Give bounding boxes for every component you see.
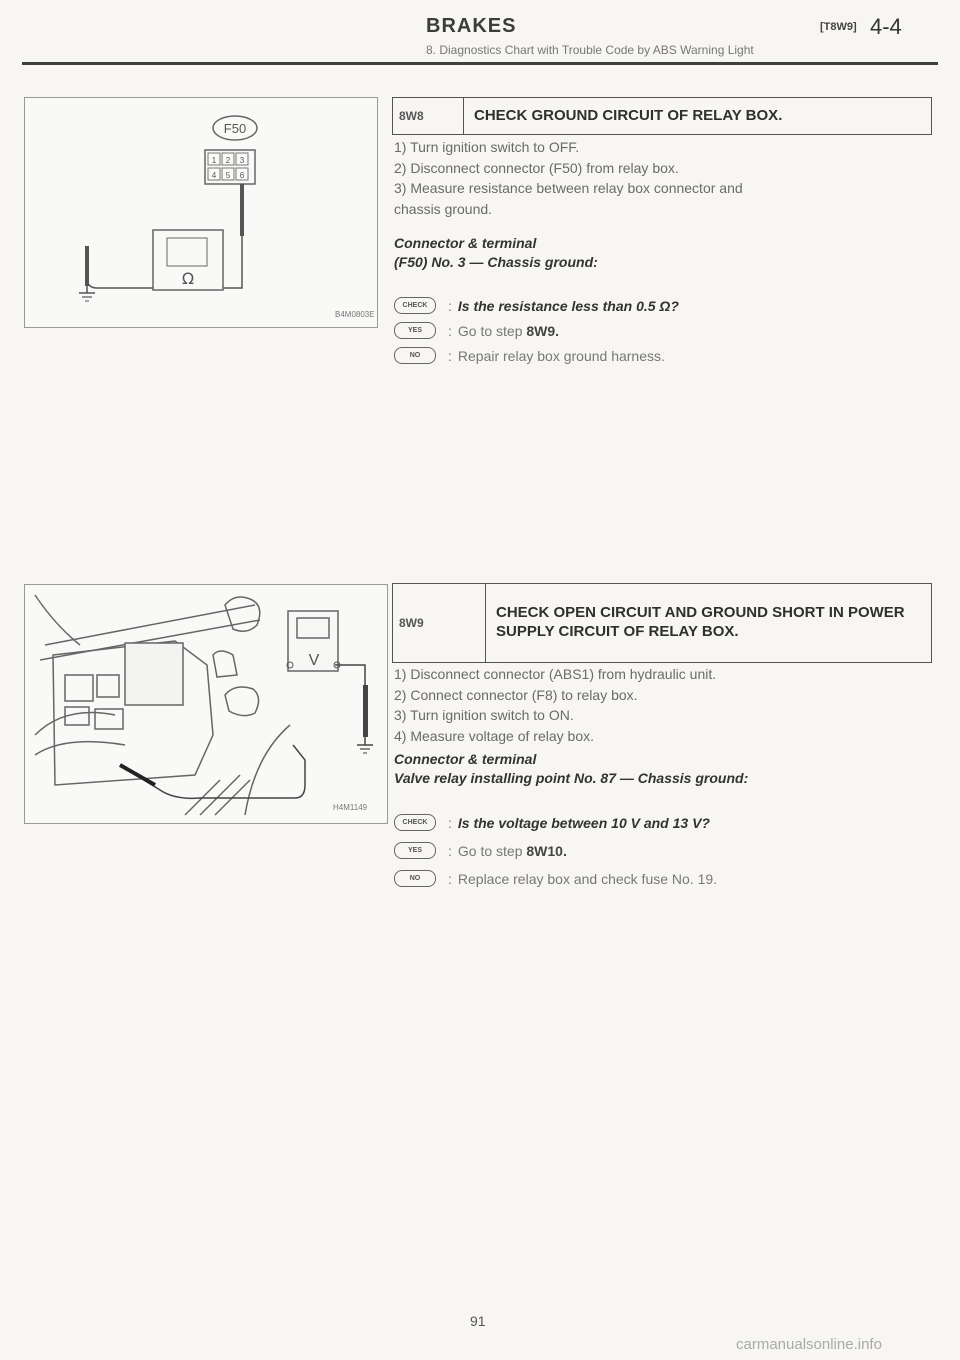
probe-left bbox=[85, 246, 89, 286]
section-number: 4-4 bbox=[870, 14, 902, 39]
step-8w9-yes: YES : Go to step 8W10. bbox=[394, 842, 567, 859]
yes-answer: Go to step 8W10. bbox=[457, 842, 567, 859]
step-title: CHECK OPEN CIRCUIT AND GROUND SHORT IN P… bbox=[496, 604, 905, 640]
step-8w9-no: NO : Replace relay box and check fuse No… bbox=[394, 870, 717, 887]
page-title: BRAKES bbox=[426, 15, 517, 37]
multimeter-display bbox=[166, 237, 208, 267]
header-rule bbox=[22, 62, 938, 65]
step-8w8-header: 8W8 CHECK GROUND CIRCUIT OF RELAY BOX. bbox=[392, 97, 932, 135]
relay-box bbox=[52, 640, 214, 786]
step-8w8-yes: YES : Go to step 8W9. bbox=[394, 322, 559, 339]
step-8w9-spec: Connector & terminal Valve relay install… bbox=[394, 751, 749, 786]
voltmeter-lead bbox=[335, 664, 366, 685]
svg-text:1: 1 bbox=[212, 156, 217, 165]
section-code: [T8W9] bbox=[820, 21, 857, 33]
step-8w8-check: CHECK : Is the resistance less than 0.5 … bbox=[394, 297, 679, 314]
step-8w9-header: 8W9 CHECK OPEN CIRCUIT AND GROUND SHORT … bbox=[392, 583, 932, 663]
relay bbox=[124, 642, 184, 706]
yes-badge: YES bbox=[394, 842, 436, 859]
check-badge: CHECK bbox=[394, 814, 436, 831]
figure-ohmmeter: F50 1 2 3 4 5 6 Ω B4M0803E bbox=[24, 97, 378, 328]
step-id: 8W8 bbox=[393, 98, 464, 134]
yes-answer: Go to step 8W9. bbox=[457, 322, 560, 339]
svg-text:3: 3 bbox=[240, 156, 245, 165]
instruction-line: 3) Measure resistance between relay box … bbox=[394, 180, 743, 196]
pin-2 bbox=[221, 152, 235, 166]
step-8w9-check: CHECK : Is the voltage between 10 V and … bbox=[394, 814, 710, 831]
multimeter-body bbox=[152, 229, 224, 291]
pin-3 bbox=[235, 152, 249, 166]
voltmeter-diagram: V bbox=[34, 594, 373, 816]
step-8w9-instructions: 1) Disconnect connector (ABS1) from hydr… bbox=[394, 664, 716, 746]
probe-lead bbox=[119, 744, 306, 800]
voltmeter-display bbox=[296, 617, 330, 639]
instruction-line: 4) Measure voltage of relay box. bbox=[394, 727, 594, 744]
probe-ground bbox=[363, 685, 368, 737]
instruction-line: 1) Disconnect connector (ABS1) from hydr… bbox=[394, 666, 717, 682]
yes-badge: YES bbox=[394, 322, 436, 339]
check-question: Is the resistance less than 0.5 Ω? bbox=[457, 297, 679, 314]
no-answer: Repair relay box ground harness. bbox=[457, 347, 665, 364]
volt-symbol: V bbox=[309, 652, 320, 669]
watermark: carmanualsonline.info bbox=[736, 1336, 882, 1353]
ohm-symbol: Ω bbox=[182, 269, 194, 288]
check-badge: CHECK bbox=[394, 297, 436, 314]
step-8w8-no: NO : Repair relay box ground harness. bbox=[394, 347, 665, 364]
instruction-line: chassis ground. bbox=[394, 200, 493, 217]
figure-code: B4M0803E bbox=[335, 310, 375, 319]
connector-label-bubble bbox=[212, 115, 258, 141]
svg-text:5: 5 bbox=[226, 171, 231, 180]
pin-6 bbox=[235, 167, 249, 181]
svg-text:2: 2 bbox=[226, 156, 231, 165]
ohmmeter-diagram: F50 1 2 3 4 5 6 Ω bbox=[79, 115, 258, 302]
svg-text:4: 4 bbox=[212, 171, 217, 180]
no-badge: NO bbox=[394, 347, 436, 364]
no-badge: NO bbox=[394, 870, 436, 887]
page-number: 91 bbox=[470, 1313, 486, 1329]
check-question: Is the voltage between 10 V and 13 V? bbox=[457, 814, 710, 831]
connector-label: F50 bbox=[224, 121, 246, 136]
instruction-line: 3) Turn ignition switch to ON. bbox=[394, 707, 574, 723]
figure-voltmeter: V H4M1149 bbox=[24, 584, 388, 824]
step-8w8-spec: Connector & terminal (F50) No. 3 — Chass… bbox=[394, 235, 598, 270]
instruction-line: 2) Connect connector (F8) to relay box. bbox=[394, 686, 638, 703]
pin-1 bbox=[207, 152, 221, 166]
no-answer: Replace relay box and check fuse No. 19. bbox=[457, 870, 718, 887]
instruction-line: 1) Turn ignition switch to OFF. bbox=[394, 139, 580, 155]
step-title: CHECK GROUND CIRCUIT OF RELAY BOX. bbox=[474, 106, 783, 124]
figure-code: H4M1149 bbox=[333, 803, 368, 812]
step-8w8-instructions: 1) Turn ignition switch to OFF. 2) Disco… bbox=[394, 137, 743, 219]
svg-text:6: 6 bbox=[240, 171, 245, 180]
instruction-line: 2) Disconnect connector (F50) from relay… bbox=[394, 159, 679, 176]
page-subtitle: 8. Diagnostics Chart with Trouble Code b… bbox=[426, 43, 754, 57]
step-id: 8W9 bbox=[393, 584, 486, 662]
pin-5 bbox=[221, 167, 235, 181]
probe-right bbox=[240, 184, 244, 236]
pin-4 bbox=[207, 167, 221, 181]
lead-right bbox=[223, 236, 243, 289]
lead-left bbox=[86, 246, 153, 289]
connector-body bbox=[204, 149, 256, 185]
